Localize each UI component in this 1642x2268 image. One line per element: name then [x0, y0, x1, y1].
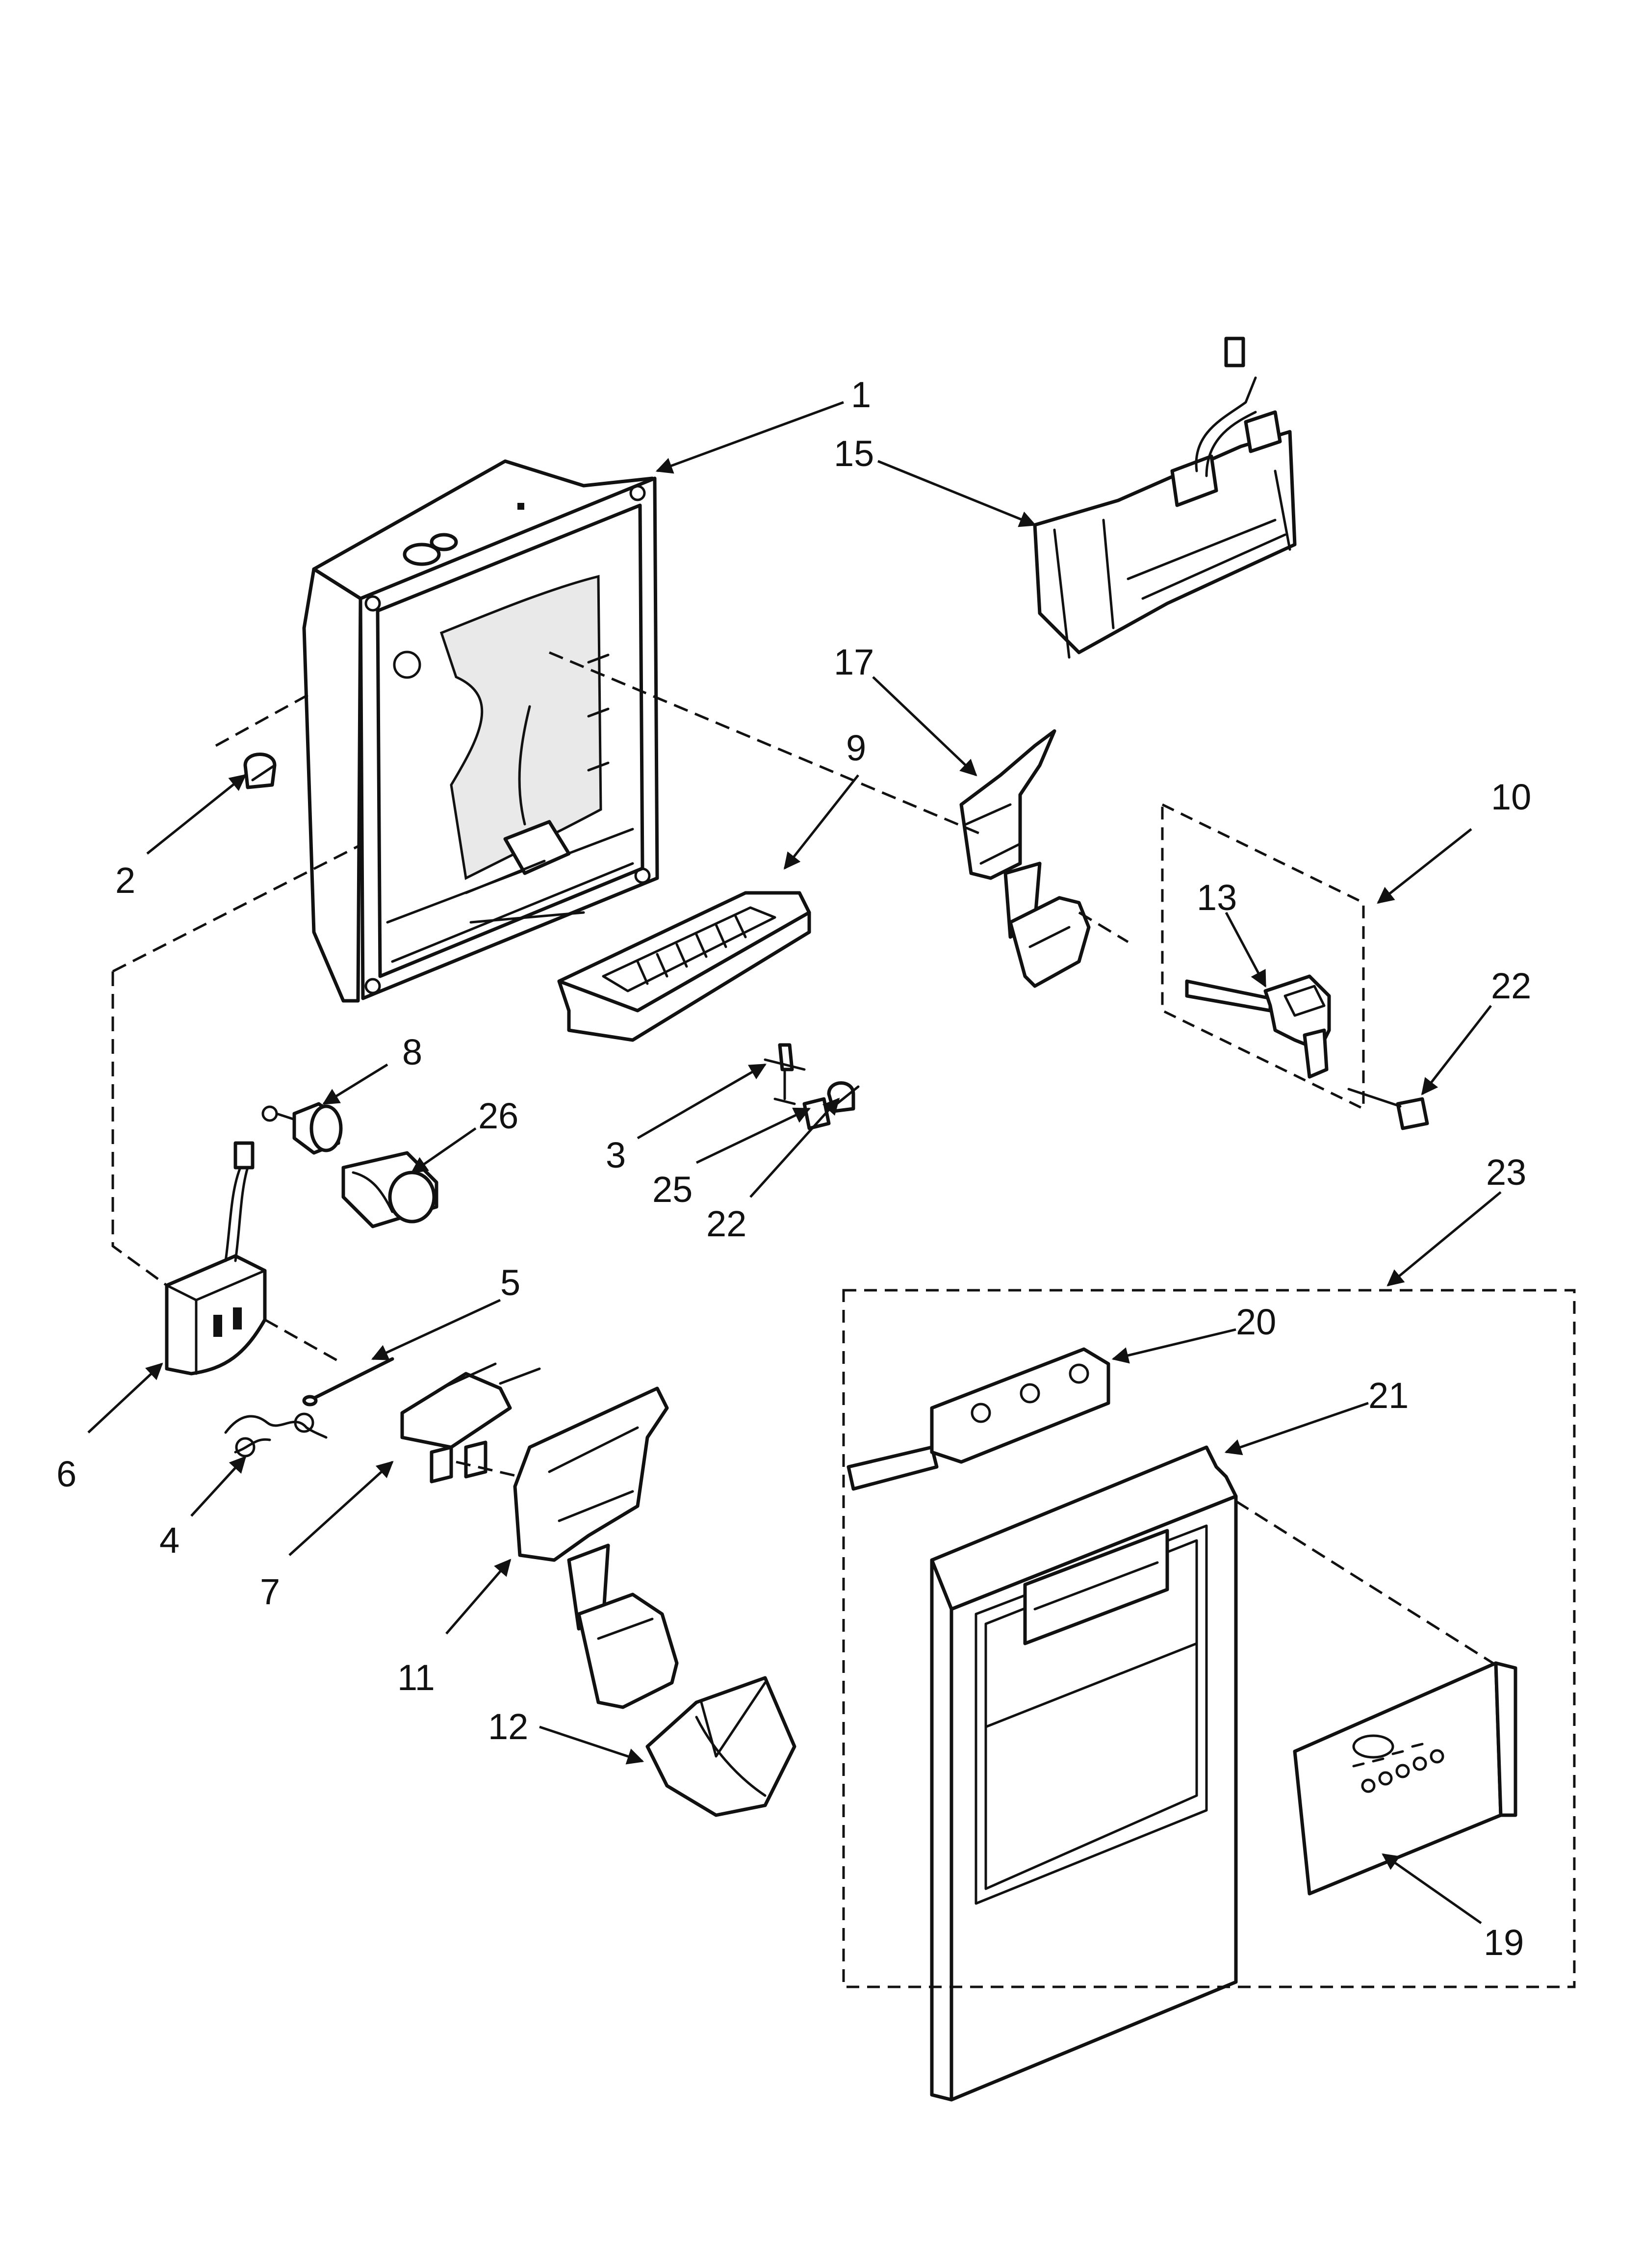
dashed-box-part-23 [842, 1289, 1576, 1988]
alignment-dashed-lines [111, 651, 1502, 1669]
callout-7: 7 [260, 1571, 280, 1612]
dashed-box-part-10 [1161, 802, 1365, 1111]
microswitch-part-3 [764, 1043, 806, 1105]
ice-lever-part-11 [513, 1386, 679, 1709]
lever-bracket-part-7 [400, 1362, 541, 1484]
callout-23: 23 [1486, 1152, 1526, 1193]
callout-17: 17 [834, 642, 874, 682]
switch-actuator-part-13 [1185, 974, 1331, 1079]
callout-9: 9 [846, 728, 866, 768]
callout-10: 10 [1491, 777, 1531, 817]
screw-part-22-right [1347, 1088, 1429, 1130]
callout-26: 26 [478, 1095, 518, 1136]
callout-3: 3 [606, 1135, 626, 1175]
callout-21: 21 [1368, 1375, 1409, 1416]
screw-part-2 [243, 753, 277, 789]
callout-1: 1 [851, 374, 871, 415]
leader-lines [87, 401, 1502, 1925]
callout-5: 5 [500, 1262, 520, 1303]
callout-19: 19 [1484, 1922, 1524, 1963]
switch-board-part-20 [847, 1347, 1110, 1491]
callout-22-center: 22 [706, 1203, 746, 1244]
callout-11: 11 [397, 1657, 435, 1698]
callout-4: 4 [159, 1520, 180, 1561]
callout-22-right: 22 [1491, 965, 1531, 1006]
screw-part-22-center [827, 1081, 860, 1113]
pin-part-5 [302, 1357, 394, 1407]
control-housing-part-15 [1033, 337, 1297, 659]
front-panel-part-21 [930, 1445, 1238, 2102]
ice-guide-part-12 [645, 1676, 796, 1817]
callout-20: 20 [1236, 1302, 1276, 1342]
water-lever-part-17 [959, 729, 1091, 988]
callout-2: 2 [115, 860, 135, 901]
callout-15: 15 [834, 433, 874, 474]
callout-12: 12 [488, 1706, 528, 1747]
control-board-part-6 [165, 1141, 267, 1376]
solenoid-part-8 [261, 1102, 343, 1155]
callout-25: 25 [652, 1169, 693, 1210]
overlay-part-19 [1293, 1661, 1517, 1896]
dispenser-housing-part-1 [302, 459, 659, 1003]
drip-tray-part-9 [557, 891, 811, 1042]
callout-8: 8 [402, 1032, 422, 1072]
callout-6: 6 [56, 1454, 77, 1494]
springs-part-4 [224, 1412, 328, 1458]
callout-13: 13 [1197, 877, 1237, 918]
callout-labels: 1 15 17 9 10 13 22 2 8 26 3 25 22 5 6 4 … [56, 374, 1531, 1963]
